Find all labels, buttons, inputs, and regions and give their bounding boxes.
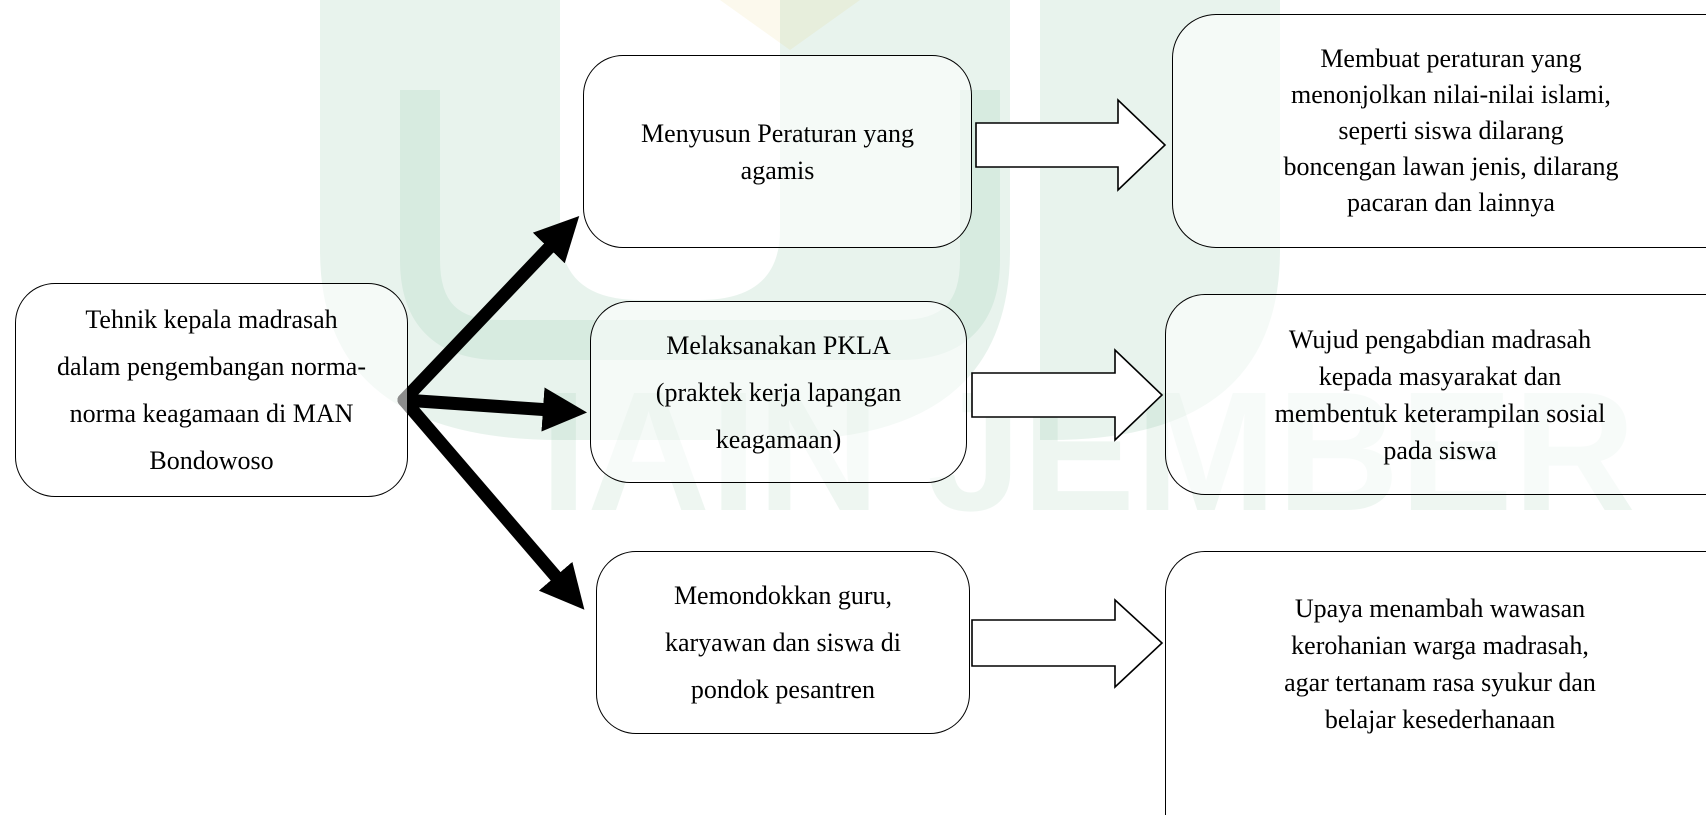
text-line: kepada masyarakat dan — [1318, 361, 1562, 391]
result-text: Wujud pengabdian madrasah kepada masyara… — [1190, 321, 1690, 469]
strategy-box-pkla: Melaksanakan PKLA (praktek kerja lapanga… — [590, 301, 967, 483]
text-line: Upaya menambah wawasan — [1294, 593, 1586, 623]
text-line: Membuat peraturan yang — [1320, 44, 1582, 73]
text-line: karyawan dan siswa di — [664, 628, 902, 657]
arrow-root-to-strategy-1 — [397, 215, 580, 407]
strategy-box-pesantren: Memondokkan guru, karyawan dan siswa di … — [596, 551, 970, 734]
strategy-box-religious-rules: Menyusun Peraturan yang agamis — [583, 55, 972, 248]
result-box-2: Wujud pengabdian madrasah kepada masyara… — [1165, 294, 1706, 495]
text-line: Tehnik kepala madrasah — [85, 305, 338, 334]
text-line: agar tertanam rasa syukur dan — [1284, 667, 1596, 697]
text-line: Bondowoso — [149, 446, 274, 475]
text-line: (praktek kerja lapangan — [655, 377, 902, 407]
text-line: menonjolkan nilai-nilai islami, — [1291, 80, 1611, 109]
text-line: Melaksanakan PKLA — [666, 330, 891, 360]
text-line: pacaran dan lainnya — [1347, 188, 1555, 217]
text-line: keagamaan) — [715, 424, 842, 454]
arrow-root-to-strategy-2 — [397, 387, 588, 432]
text-line: Memondokkan guru, — [673, 581, 893, 610]
strategy-text: Melaksanakan PKLA (praktek kerja lapanga… — [656, 322, 901, 463]
text-line: boncengan lawan jenis, dilarang — [1283, 152, 1619, 181]
text-line: belajar kesederhanaan — [1324, 704, 1556, 734]
result-text: Upaya menambah wawasan kerohanian warga … — [1190, 590, 1690, 738]
arrow-strategy-1-to-result-1 — [975, 98, 1167, 192]
root-technique-text: Tehnik kepala madrasah dalam pengembanga… — [57, 296, 366, 484]
text-line: pada siswa — [1383, 435, 1497, 465]
arrow-strategy-2-to-result-2 — [971, 348, 1164, 442]
arrow-root-to-strategy-3 — [397, 393, 585, 610]
text-line: Menyusun Peraturan yang — [641, 118, 914, 148]
text-line: dalam pengembangan norma- — [57, 352, 366, 381]
text-line: agamis — [740, 155, 815, 185]
text-line: membentuk keterampilan sosial — [1274, 398, 1606, 428]
text-line: seperti siswa dilarang — [1338, 116, 1564, 145]
root-technique-box: Tehnik kepala madrasah dalam pengembanga… — [15, 283, 408, 497]
text-line: norma keagamaan di MAN — [69, 399, 354, 428]
result-text: Membuat peraturan yang menonjolkan nilai… — [1201, 41, 1701, 221]
text-line: kerohanian warga madrasah, — [1291, 630, 1589, 660]
strategy-text: Menyusun Peraturan yang agamis — [641, 115, 914, 189]
text-line: pondok pesantren — [690, 675, 876, 704]
result-box-1: Membuat peraturan yang menonjolkan nilai… — [1172, 14, 1706, 248]
arrow-strategy-3-to-result-3 — [971, 598, 1164, 689]
strategy-text: Memondokkan guru, karyawan dan siswa di … — [665, 572, 901, 713]
result-box-3: Upaya menambah wawasan kerohanian warga … — [1165, 551, 1706, 815]
text-line: Wujud pengabdian madrasah — [1288, 324, 1592, 354]
